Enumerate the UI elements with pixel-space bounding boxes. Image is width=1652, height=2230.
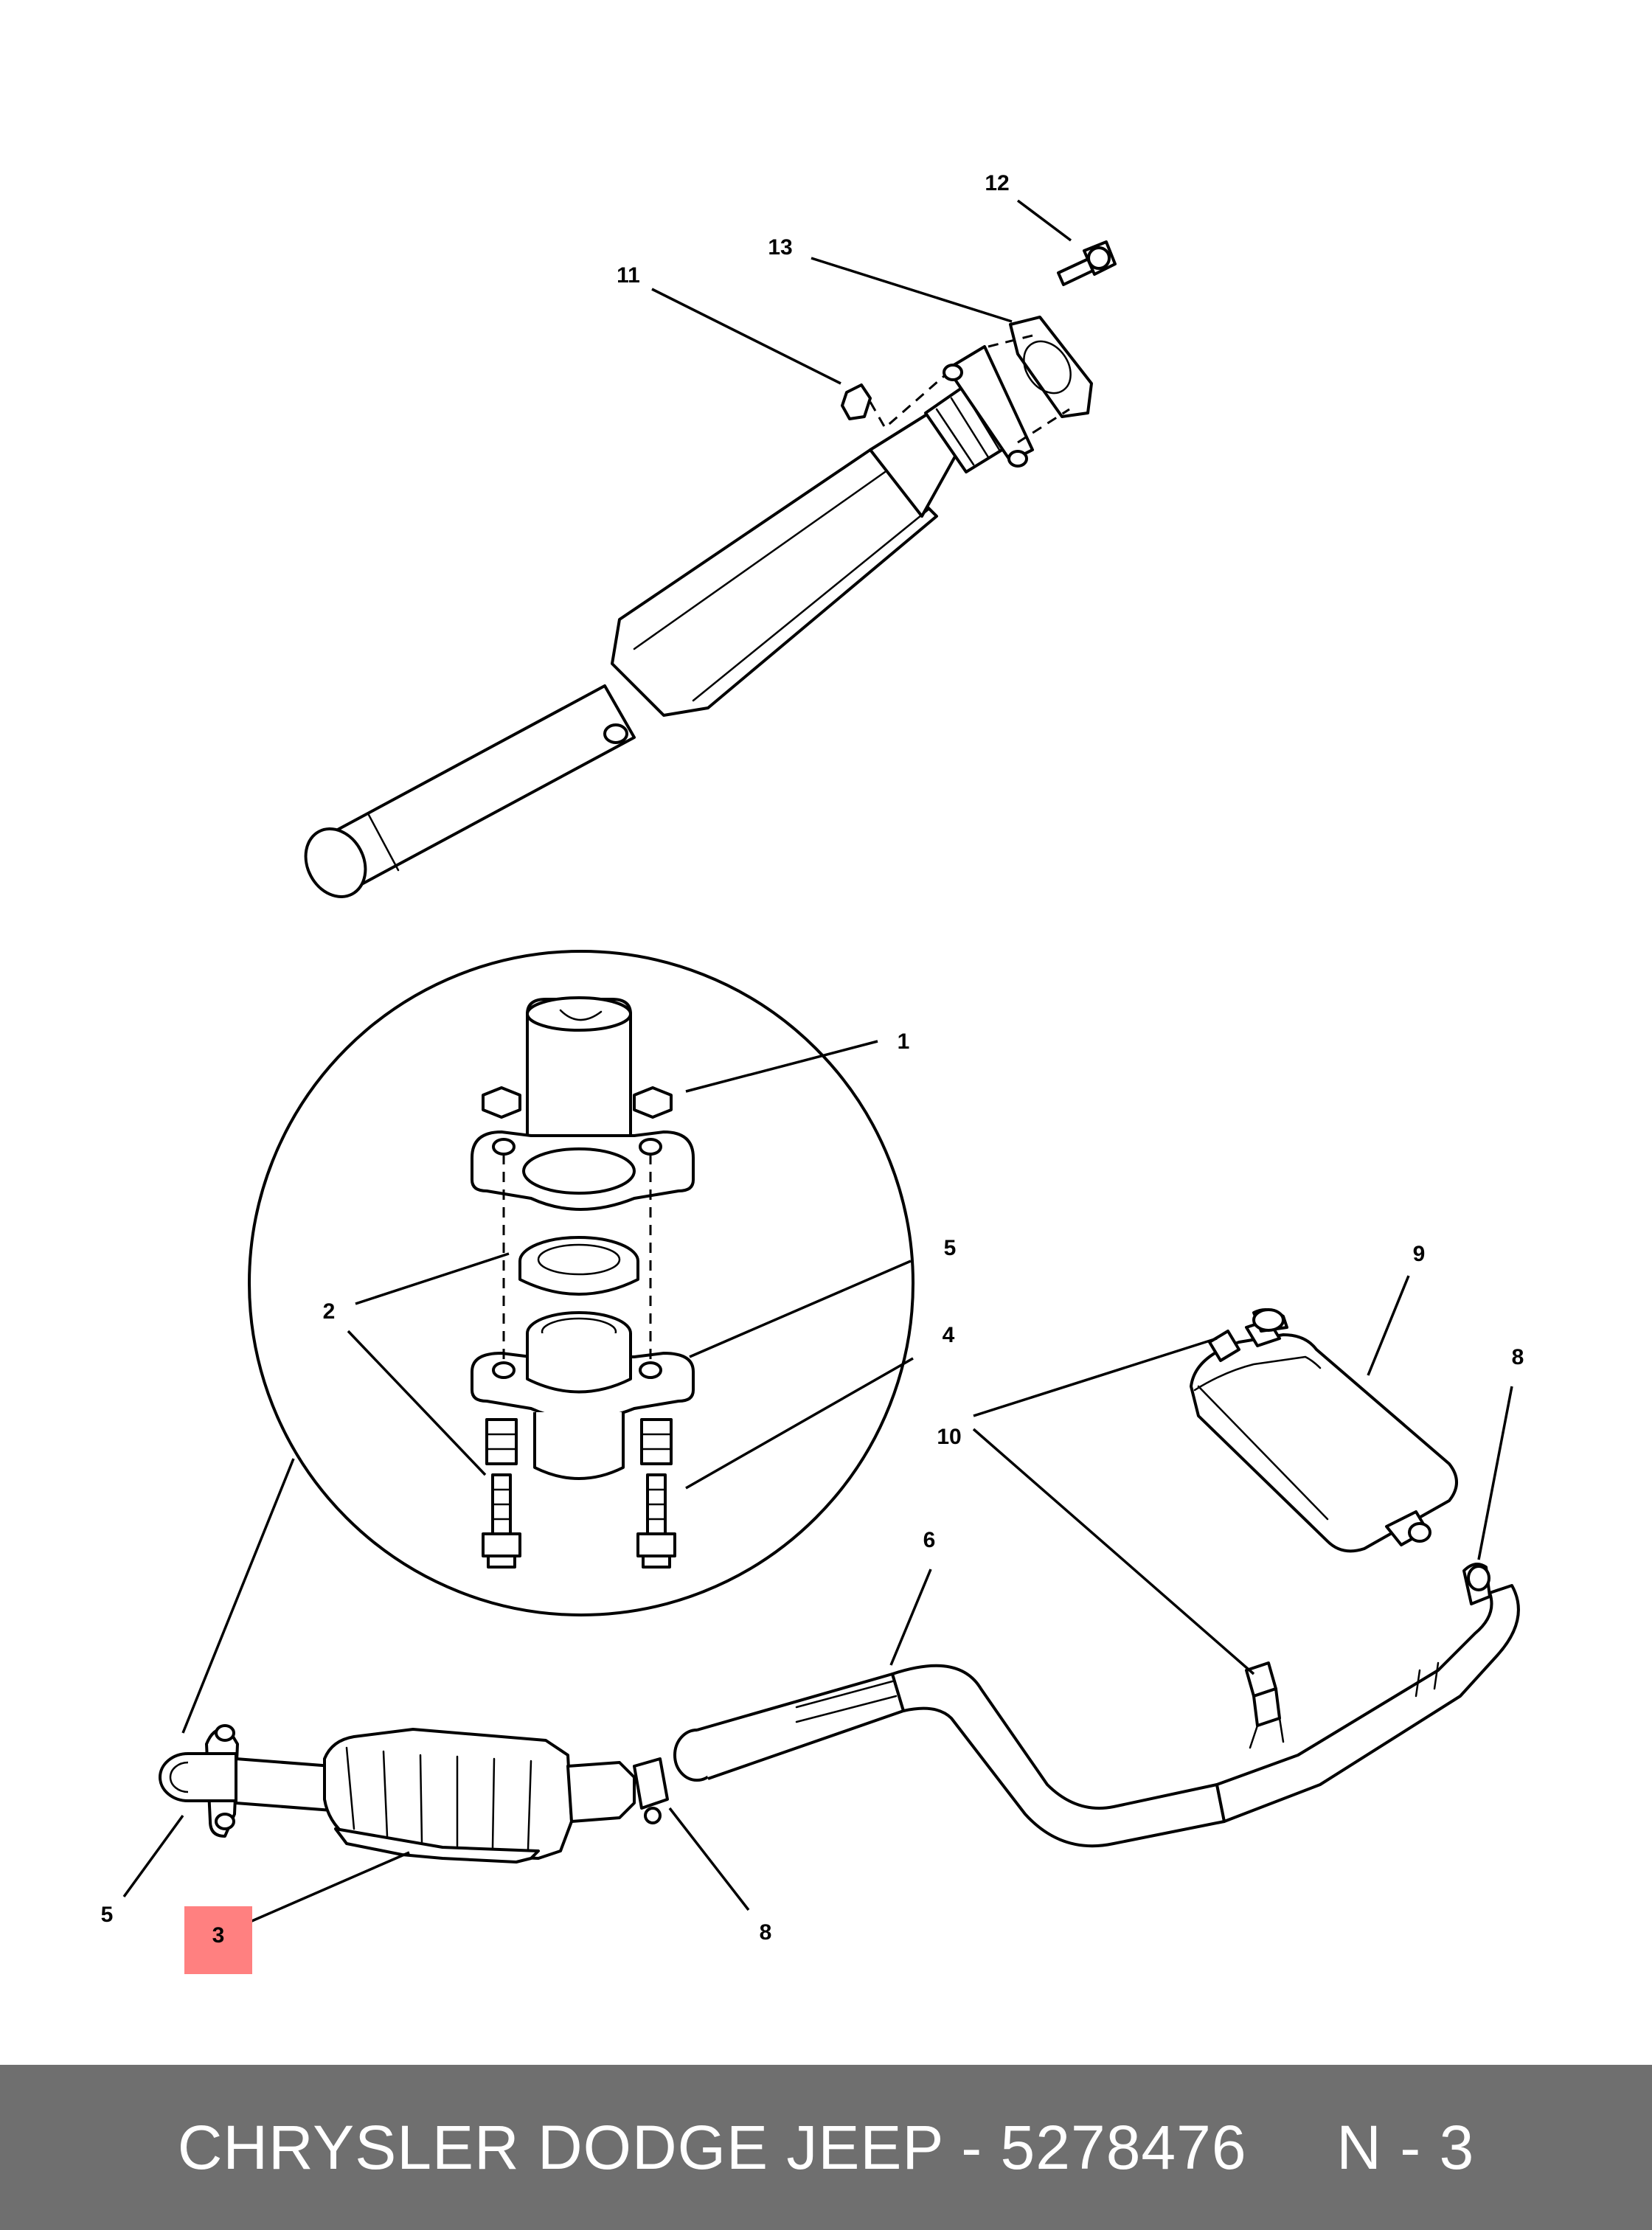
callout-8-lower: 8 [760,1920,772,1945]
callout-11: 11 [617,263,640,288]
callout-4: 4 [943,1323,955,1347]
callout-8-right: 8 [1512,1345,1524,1369]
detail-circle [248,950,914,1616]
callout-6: 6 [923,1528,936,1552]
callout-10: 10 [937,1425,961,1449]
footer-bar: CHRYSLER DODGE JEEP - 5278476 N - 3 [0,2065,1652,2230]
callout-3: 3 [212,1923,225,1948]
callout-5-detail: 5 [944,1236,957,1260]
highlight-box [184,1906,252,1974]
callout-9: 9 [1413,1242,1426,1266]
callout-5-lower: 5 [101,1903,114,1927]
part-number-caption: CHRYSLER DODGE JEEP - 5278476 N - 3 [177,2112,1475,2182]
callout-12: 12 [985,171,1009,195]
exhaust-parts-diagram: 12 13 11 1 2 5 4 9 8 10 6 5 3 8 [101,171,1524,1974]
callout-1: 1 [898,1029,910,1054]
upper-converter-assembly [304,240,1117,898]
callout-2: 2 [323,1299,336,1324]
lower-exhaust-system [159,1308,1520,1863]
callout-13: 13 [768,235,792,260]
